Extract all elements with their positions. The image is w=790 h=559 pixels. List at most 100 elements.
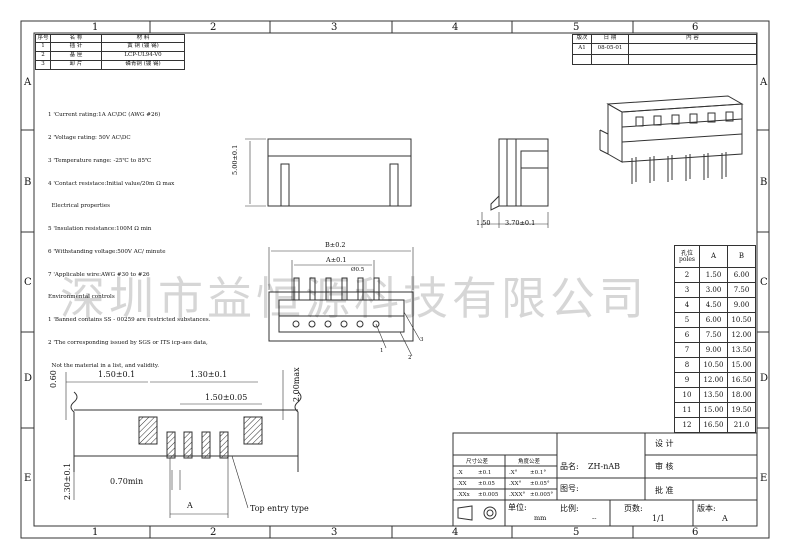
tol-cell: ±0.005 [478,492,499,498]
poles-cell: 10.50 [699,357,728,373]
poles-cell: 5 [674,312,700,328]
poles-cell: 4 [674,297,700,313]
dim-side-w2: 3.70±0.1 [505,219,536,227]
poles-cell: 3.00 [699,282,728,298]
dim-pcb-a: A [187,501,193,510]
revision-table: 版次 日 期 内 容 A1 08-05-01 [572,34,757,65]
poles-cell: 16.50 [699,417,728,433]
unit-value: mm [534,514,547,522]
dim-pitch: Ø0.5 [351,267,365,273]
isometric-view [599,95,744,184]
row-label: E [760,473,768,484]
callout-2: 2 [408,355,412,361]
poles-cell: 11 [674,402,700,418]
drawing-no-label: 图号: [560,484,579,493]
dim-pcb-230: 2.30±0.1 [63,462,72,500]
poles-cell: 7.50 [699,327,728,343]
poles-cell: 4.50 [699,297,728,313]
poles-cell: 13.50 [727,342,756,358]
dim-pcb-200: 2.00max [292,367,301,402]
poles-cell: 15.00 [727,357,756,373]
materials-cell: 2 [35,51,51,61]
note-line: 1 'Current rating:1A AC\DC (AWG #26) [48,112,161,119]
dim-side-w1: 1.50 [476,219,491,227]
tol-cell: .X° [509,470,518,476]
poles-cell: 12.00 [699,372,728,388]
poles-header: B [727,245,756,268]
poles-cell: 12.00 [727,327,756,343]
materials-header: 材 料 [101,34,185,43]
poles-cell: 18.00 [727,387,756,403]
poles-cell: 7.50 [727,282,756,298]
dim-pcb-150: 1.50±0.1 [98,370,136,379]
poles-cell: 9.00 [699,342,728,358]
dim-pcb-130: 1.30±0.1 [190,370,228,379]
materials-cell: LCP-UL94-V0 [101,51,185,61]
tol-cell: ±0.05° [530,481,550,487]
col-label: 3 [331,22,338,33]
pages-label: 页数: [624,504,643,513]
poles-header: 孔位 poles [674,245,700,268]
col-label: 1 [92,22,99,33]
note-line: 2 'The corresponding issued by SGS or IT… [48,340,208,346]
materials-cell: 3 [35,60,51,70]
note-line: 4 'Contact resistace:Initial value/20m Ω… [48,180,175,187]
poles-cell: 3 [674,282,700,298]
poles-cell: 1.50 [699,267,728,283]
dim-a: A±0.1 [326,256,347,264]
revision-header: 版次 [572,34,592,44]
row-label: C [24,277,32,288]
col-label: 5 [573,527,580,538]
poles-cell: 10 [674,387,700,403]
col-label: 3 [331,527,338,538]
poles-cell: 9 [674,372,700,388]
poles-cell: 15.00 [699,402,728,418]
tol-header-angle: 角度公差 [518,459,541,465]
pad [138,416,263,459]
table-row: 1 插 针 黄 铜 (镀 锡) [35,42,185,52]
tol-cell: ±0.005° [530,492,554,498]
pages-value: 1/1 [652,514,665,523]
tol-cell: .XXx [457,492,470,498]
revision-header: 日 期 [591,34,629,44]
col-label: 2 [210,527,217,538]
note-line: 6 'Withstanding voltage:500V AC/ minute [48,248,166,255]
spec-notes: 1 'Current rating:1A AC\DC (AWG #26) 2 '… [48,97,210,378]
row-label: A [24,77,32,88]
approve-label: 批 准 [655,486,674,495]
poles-cell: 6.00 [727,267,756,283]
dim-pcb-150b: 1.50±0.05 [205,393,248,402]
tol-cell: .XX [457,481,467,487]
poles-cell: 7 [674,342,700,358]
revision-cell: 08-05-01 [591,43,629,55]
revision-cell: A1 [572,43,592,55]
materials-cell: 插 针 [50,42,102,52]
callout-3: 3 [420,337,424,343]
callout-1: 1 [380,348,384,354]
poles-cell: 21.0 [727,417,756,433]
materials-header: 名 称 [50,34,102,43]
side-view [481,138,549,228]
materials-cell: 卸 片 [50,60,102,70]
table-row: 2 基 座 LCP-UL94-V0 [35,51,185,61]
review-label: 审 核 [655,462,674,471]
watermark: 深圳市益恒源科技有限公司 [60,272,649,325]
table-row: 3 卸 片 磷青铜 (镀 锡) [35,60,185,70]
materials-cell: 1 [35,42,51,52]
note-line: 2 'Voltage rating: 50V AC\DC [48,134,131,141]
materials-cell: 磷青铜 (镀 锡) [101,60,185,70]
top-entry-label: Top entry type [250,504,309,513]
top-view [268,247,421,357]
row-label: D [24,373,33,384]
